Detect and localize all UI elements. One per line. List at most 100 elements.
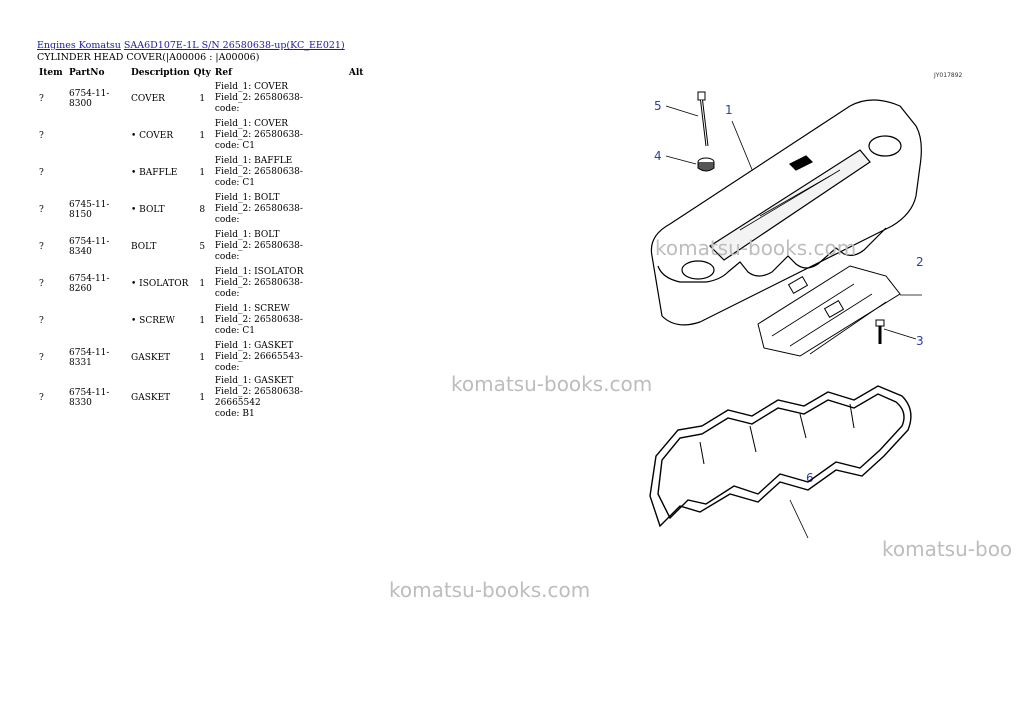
ref-field2: Field_2: 26580638- xyxy=(214,315,303,325)
figure-code: JY017892 xyxy=(934,72,963,79)
cell-partno xyxy=(67,302,129,339)
cell-description: • ISOLATOR xyxy=(131,278,189,289)
cell-alt xyxy=(347,376,371,420)
cell-qty: 1 xyxy=(199,315,206,326)
cell-qty: 1 xyxy=(199,130,206,141)
cell-description: BOLT xyxy=(131,241,157,252)
watermark: komatsu-books.com xyxy=(389,578,591,602)
header-description: Description xyxy=(131,68,190,78)
ref-field1: Field_1: COVER xyxy=(214,82,289,92)
cell-alt xyxy=(347,154,371,191)
table-header-row: Item PartNo Description Qty Ref Alt xyxy=(37,66,371,80)
breadcrumb: Engines Komatsu SAA6D107E-1L S/N 2658063… xyxy=(37,40,345,51)
callout-5: 5 xyxy=(654,99,662,113)
cell-partno: 6754-11-8331 xyxy=(69,347,110,368)
ref-field1: Field_1: SCREW xyxy=(214,304,290,314)
bolt-part xyxy=(697,91,709,147)
cell-description: • BOLT xyxy=(131,204,165,215)
watermark: komatsu-boo xyxy=(882,537,1013,561)
callout-2: 2 xyxy=(916,255,924,269)
ref-field2: Field_2: 26580638-26665542 xyxy=(214,387,303,408)
cell-alt xyxy=(347,228,371,265)
baffle-part xyxy=(757,265,901,357)
cell-qty: 1 xyxy=(199,93,206,104)
cell-item: ? xyxy=(39,241,44,252)
header-qty: Qty xyxy=(193,68,211,78)
ref-field2: Field_2: 26580638- xyxy=(214,241,303,251)
cell-description: GASKET xyxy=(131,352,171,363)
ref-field1: Field_1: COVER xyxy=(214,119,289,129)
ref-field1: Field_1: GASKET xyxy=(214,341,294,351)
cell-partno: 6754-11-8260 xyxy=(69,273,110,294)
cell-partno: 6754-11-8340 xyxy=(69,236,110,257)
cell-item: ? xyxy=(39,315,44,326)
cell-partno xyxy=(67,154,129,191)
cell-qty: 5 xyxy=(199,241,206,252)
cell-item: ? xyxy=(39,167,44,178)
cell-item: ? xyxy=(39,393,44,403)
ref-field2: Field_2: 26580638- xyxy=(214,278,303,288)
ref-code: code: B1 xyxy=(214,409,255,419)
ref-field2: Field_2: 26580638- xyxy=(214,93,303,103)
cell-description: • BAFFLE xyxy=(131,167,178,178)
ref-code: code: C1 xyxy=(214,326,255,336)
ref-field1: Field_1: BOLT xyxy=(214,230,280,240)
watermark: komatsu-books.com xyxy=(451,372,653,396)
ref-code: code: xyxy=(214,252,240,262)
cell-qty: 1 xyxy=(199,278,206,289)
cell-item: ? xyxy=(39,130,44,141)
cell-alt xyxy=(347,191,371,228)
cell-partno: 6754-11-8300 xyxy=(69,88,110,109)
ref-field2: Field_2: 26580638- xyxy=(214,167,303,177)
cell-alt xyxy=(347,339,371,376)
ref-field1: Field_1: GASKET xyxy=(214,376,294,386)
header-item: Item xyxy=(39,68,63,78)
breadcrumb-link-model[interactable]: SAA6D107E-1L S/N 26580638-up(KC_EE021) xyxy=(123,40,345,51)
cell-item: ? xyxy=(39,204,44,215)
watermark: komatsu-books.com xyxy=(655,236,857,260)
callout-1: 1 xyxy=(725,103,733,117)
cell-qty: 1 xyxy=(199,352,206,363)
cell-description: • SCREW xyxy=(131,315,175,326)
ref-code: code: xyxy=(214,289,240,299)
cell-description: COVER xyxy=(131,93,165,104)
cell-alt xyxy=(347,117,371,154)
ref-code: code: xyxy=(214,363,240,373)
cell-qty: 1 xyxy=(199,393,206,403)
cell-item: ? xyxy=(39,278,44,289)
ref-field2: Field_2: 26580638- xyxy=(214,130,303,140)
ref-code: code: C1 xyxy=(214,141,255,151)
header-ref: Ref xyxy=(214,68,232,78)
cell-description: GASKET xyxy=(131,393,171,403)
breadcrumb-link-engines[interactable]: Engines Komatsu xyxy=(37,40,121,51)
parts-diagram: 5 4 1 2 3 6 xyxy=(649,91,924,539)
cell-item: ? xyxy=(39,93,44,104)
ref-code: code: C1 xyxy=(214,178,255,188)
cell-partno xyxy=(67,117,129,154)
table-row: ? 6754-11-8260 • ISOLATOR 1 Field_1: ISO… xyxy=(37,265,371,302)
isolator-part xyxy=(697,157,715,172)
cylinder-head-cover xyxy=(650,99,922,326)
ref-field1: Field_1: ISOLATOR xyxy=(214,267,304,277)
cell-description: • COVER xyxy=(131,130,174,141)
cell-qty: 1 xyxy=(199,167,206,178)
cell-partno: 6745-11-8150 xyxy=(69,199,110,220)
header-alt: Alt xyxy=(348,68,364,78)
cell-alt xyxy=(347,80,371,117)
cell-alt xyxy=(347,265,371,302)
